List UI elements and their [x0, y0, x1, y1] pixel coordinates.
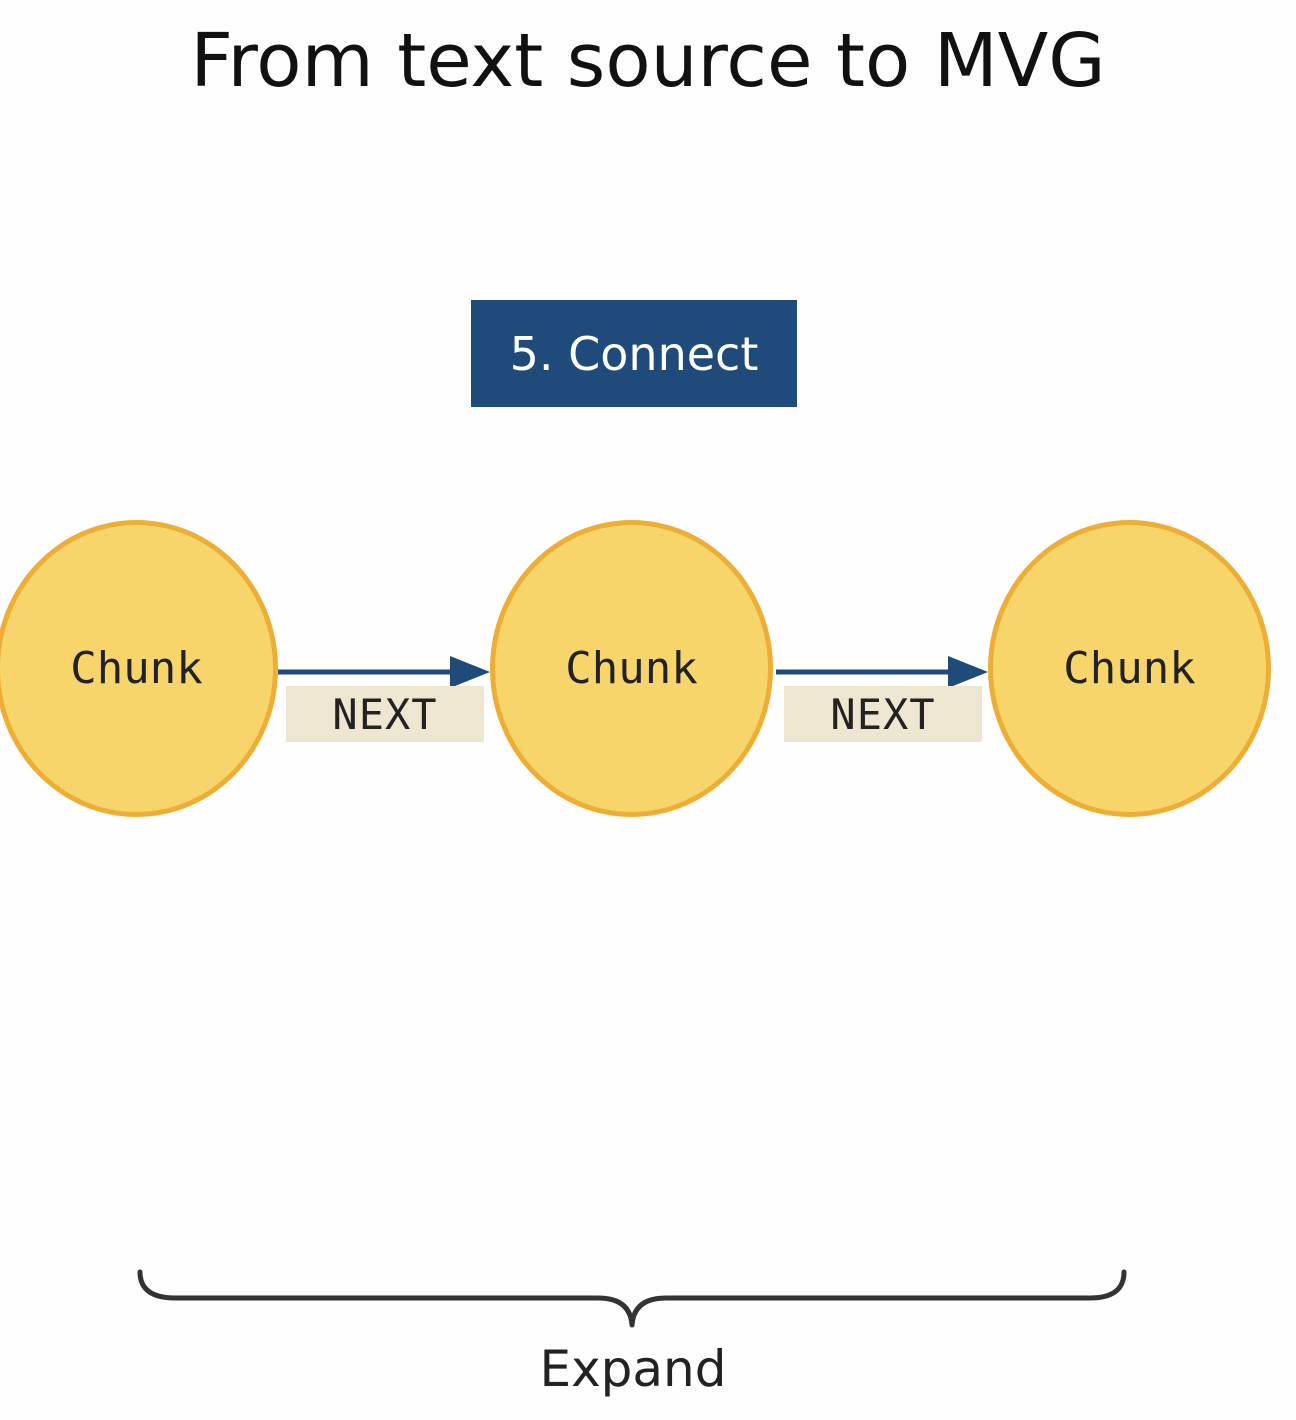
node-label: Chunk [70, 643, 203, 694]
node-label: Chunk [1063, 643, 1196, 694]
brace-label: Expand [539, 1340, 727, 1398]
step-badge: 5. Connect [471, 300, 797, 407]
node-label: Chunk [565, 643, 698, 694]
edge-label-next-2: NEXT [784, 686, 982, 742]
page-title: From text source to MVG [190, 18, 1106, 104]
edge-arrow-2 [776, 656, 988, 688]
edge-label-text: NEXT [332, 689, 438, 739]
chunk-node-3: Chunk [988, 520, 1271, 817]
chunk-node-2: Chunk [490, 520, 773, 817]
edge-label-next-1: NEXT [286, 686, 484, 742]
edge-label-text: NEXT [830, 689, 936, 739]
curly-brace-icon [137, 1269, 1127, 1328]
step-label: 5. Connect [509, 326, 759, 381]
chunk-node-1: Chunk [0, 520, 278, 817]
edge-arrow-1 [278, 656, 490, 688]
